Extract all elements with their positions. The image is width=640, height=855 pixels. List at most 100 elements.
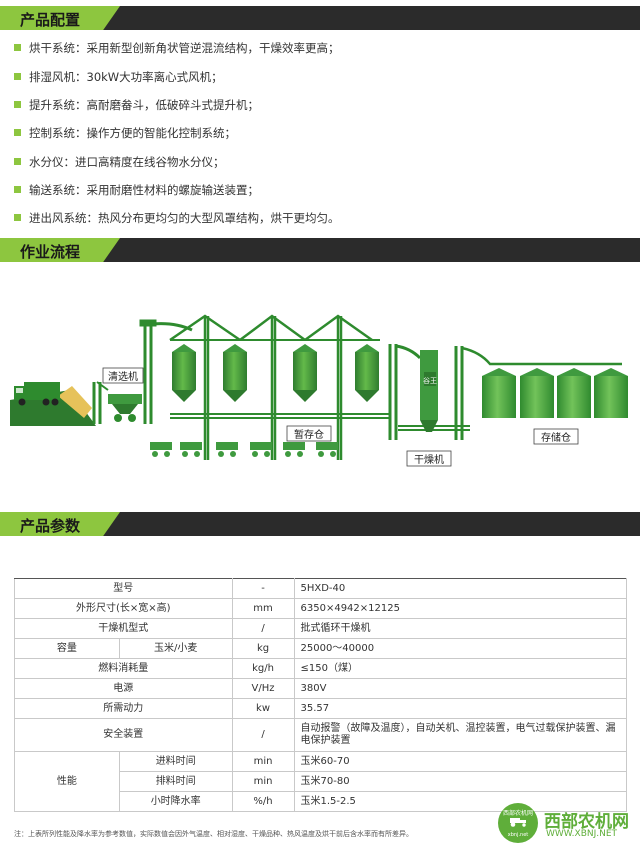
- feature-item: 提升系统：高耐磨畚斗，低破碎斗式提升机；: [14, 97, 259, 113]
- temp-bin: [223, 344, 247, 402]
- param-value: 玉米70-80: [293, 771, 627, 792]
- param-value: 玉米60-70: [293, 751, 627, 772]
- param-unit: kg: [231, 638, 295, 659]
- temp-storage-label: 暂存仓: [294, 428, 324, 441]
- table-row: 燃料消耗量 kg/h ≤150（煤）: [14, 658, 627, 679]
- temp-bin-gantry: [169, 314, 390, 460]
- param-group: 性能: [14, 751, 120, 812]
- config-header-bar: 产品配置: [0, 6, 640, 30]
- table-row: 性能 进料时间 min 玉米60-70: [14, 751, 627, 812]
- bullet-square-icon: [14, 158, 21, 165]
- feature-item: 水分仪：进口高精度在线谷物水分仪；: [14, 154, 225, 170]
- flow-header-bar: 作业流程: [0, 238, 640, 262]
- param-unit: /: [231, 718, 295, 752]
- storage-bin: [482, 368, 516, 418]
- flow-section-title: 作业流程: [20, 243, 81, 261]
- conveyor-cart-row: [150, 442, 338, 457]
- param-unit: kg/h: [231, 658, 295, 679]
- param-value: 380V: [293, 678, 627, 699]
- param-item: 玉米/小麦: [118, 638, 233, 659]
- param-item: 进料时间: [118, 751, 233, 772]
- feature-text: 烘干系统：采用新型创新角状管逆混流结构，干燥效率更高；: [29, 41, 340, 55]
- table-row: 所需动力 kw 35.57: [14, 698, 627, 719]
- param-value: 自动报警（故障及温度），自动关机、温控装置，电气过载保护装置、漏电保护装置: [293, 718, 627, 752]
- feature-text: 进出风系统：热风分布更均匀的大型风罩结构，烘干更均匀。: [29, 211, 340, 225]
- param-item: 小时降水率: [118, 791, 233, 812]
- param-value: 玉米1.5-2.5: [293, 791, 627, 812]
- watermark-circle-text: 西部农机网: [502, 810, 533, 817]
- feature-text: 水分仪：进口高精度在线谷物水分仪；: [29, 155, 225, 169]
- config-header-tag: 产品配置: [0, 6, 120, 30]
- param-unit: V/Hz: [231, 678, 295, 699]
- bullet-square-icon: [14, 44, 21, 51]
- intake-elevator: [92, 381, 109, 424]
- param-name: 电源: [14, 678, 233, 699]
- flow-header-tag: 作业流程: [0, 238, 120, 262]
- param-item: 排料时间: [118, 771, 233, 792]
- param-name: 燃料消耗量: [14, 658, 233, 679]
- param-unit: %/h: [231, 791, 295, 812]
- table-footnote: 注：上表所列性能及降水率为参考数值，实际数值会因外气温度、相对湿度、干燥品种、热…: [14, 830, 413, 838]
- cleaning-machine-label: 清选机: [108, 370, 138, 383]
- workflow-diagram: 清选机: [10, 314, 628, 467]
- config-section-title: 产品配置: [20, 11, 81, 29]
- main-elevator-1: [139, 319, 193, 424]
- bullet-square-icon: [14, 129, 21, 136]
- bullet-square-icon: [14, 214, 21, 221]
- temp-bin: [293, 344, 317, 402]
- watermark-site-url: WWW.XBNJ.NET: [546, 829, 618, 839]
- dryer-label: 干燥机: [414, 453, 444, 466]
- spec-table: 型号 - 5HXD-40 外形尺寸(长×宽×高) mm 6350×4942×12…: [14, 578, 627, 812]
- feature-item: 输送系统：采用耐磨性材料的螺旋输送装置；: [14, 182, 259, 198]
- param-value: 25000～40000: [293, 638, 627, 659]
- param-name: 所需动力: [14, 698, 233, 719]
- feature-item: 控制系统：操作方便的智能化控制系统；: [14, 125, 236, 141]
- feature-item: 排湿风机：30kW大功率离心式风机；: [14, 69, 223, 85]
- grain-truck: [10, 382, 96, 426]
- params-header-tag: 产品参数: [0, 512, 120, 536]
- param-unit: mm: [231, 598, 295, 619]
- param-unit: min: [231, 771, 295, 792]
- temp-bin: [172, 344, 196, 402]
- bullet-square-icon: [14, 101, 21, 108]
- param-value: 35.57: [293, 698, 627, 719]
- feature-text: 输送系统：采用耐磨性材料的螺旋输送装置；: [29, 183, 259, 197]
- table-row: 电源 V/Hz 380V: [14, 678, 627, 699]
- watermark-circle-url: xbnj.net: [507, 832, 529, 838]
- param-value: 批式循环干燥机: [293, 618, 627, 639]
- table-row: 小时降水率 %/h 玉米1.5-2.5: [15, 791, 627, 812]
- feature-item: 烘干系统：采用新型创新角状管逆混流结构，干燥效率更高；: [14, 40, 340, 56]
- dryer-mark: 谷王: [423, 376, 437, 385]
- param-value: ≤150（煤）: [293, 658, 627, 679]
- bullet-square-icon: [14, 186, 21, 193]
- feature-item: 进出风系统：热风分布更均匀的大型风罩结构，烘干更均匀。: [14, 210, 340, 226]
- feature-text: 排湿风机：30kW大功率离心式风机；: [29, 70, 223, 84]
- param-unit: kw: [231, 698, 295, 719]
- main-elevator-3: [454, 346, 622, 440]
- storage-bin: [520, 368, 554, 418]
- table-row: 安全装置 / 自动报警（故障及温度），自动关机、温控装置，电气过载保护装置、漏电…: [14, 718, 627, 752]
- param-unit: -: [231, 578, 295, 599]
- feature-text: 提升系统：高耐磨畚斗，低破碎斗式提升机；: [29, 98, 259, 112]
- cleaning-machine: 清选机: [102, 367, 144, 422]
- param-group: 容量: [14, 638, 120, 659]
- temp-bin: [355, 344, 379, 402]
- tractor-icon: [510, 818, 526, 827]
- param-unit: min: [231, 751, 295, 772]
- table-row: 容量 玉米/小麦 kg 25000～40000: [14, 638, 627, 659]
- table-row: 外形尺寸(长×宽×高) mm 6350×4942×12125: [14, 598, 627, 619]
- param-unit: /: [231, 618, 295, 639]
- param-name: 型号: [14, 578, 233, 599]
- table-row: 干燥机型式 / 批式循环干燥机: [14, 618, 627, 639]
- param-name: 干燥机型式: [14, 618, 233, 639]
- params-section-title: 产品参数: [20, 517, 81, 535]
- param-name: 安全装置: [14, 718, 233, 752]
- dryer-tower: 谷王: [420, 350, 438, 432]
- param-value: 5HXD-40: [293, 578, 627, 599]
- feature-text: 控制系统：操作方便的智能化控制系统；: [29, 126, 236, 140]
- watermark-site-name: 西部农机网: [544, 812, 629, 832]
- storage-bin: [594, 368, 628, 418]
- param-value: 6350×4942×12125: [293, 598, 627, 619]
- storage-label: 存储仓: [541, 431, 571, 444]
- bullet-square-icon: [14, 73, 21, 80]
